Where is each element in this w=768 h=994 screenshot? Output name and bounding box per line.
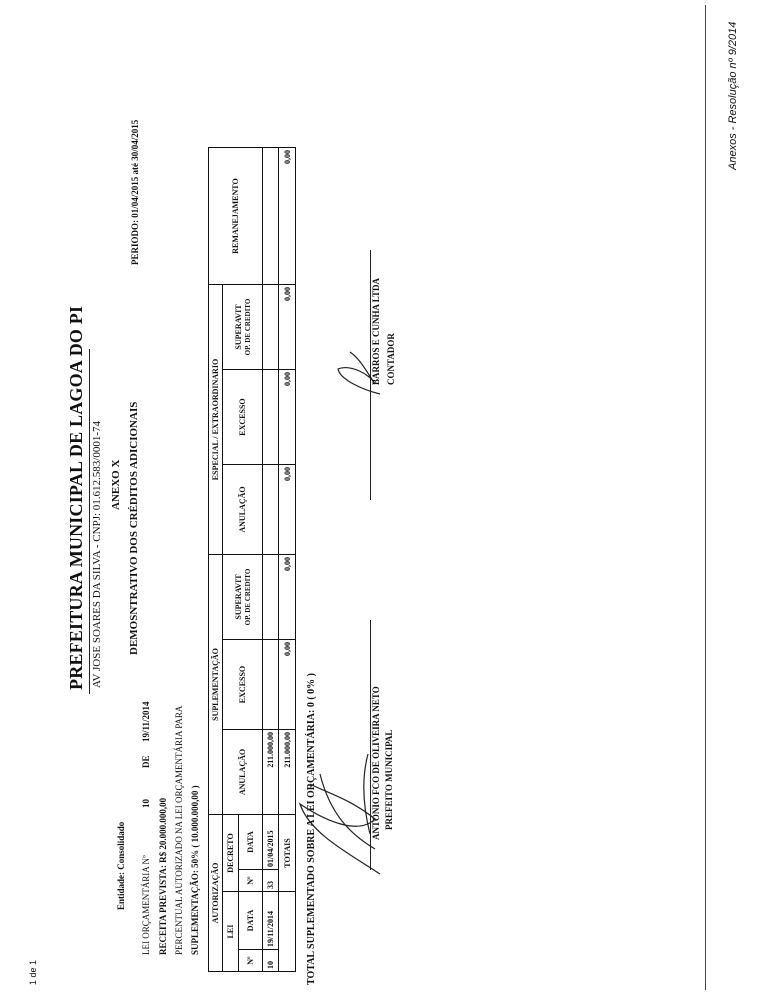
total-remanejamento: 0,00 (278, 147, 296, 285)
group-especial: ESPECIAL / EXTRAORDINARIO (208, 284, 223, 555)
col-remanejamento: REMANEJAMENTO (208, 147, 263, 285)
accountant-signature (337, 351, 381, 395)
receita-prevista: RECEITA PREVISTA: R$ 20.000.000,00 (158, 797, 168, 955)
document-title: PREFEITURA MUNICIPAL DE LAGOA DO PI (66, 305, 86, 690)
cell-decreto-data: 01/04/2015 (262, 814, 279, 870)
page-count: 1 de 1 (28, 959, 38, 985)
period: PERIODO: 01/04/2015 até 30/04/2015 (130, 119, 140, 265)
address: AV JOSE SOARES DA SILVA - CNPJ: 01.612.5… (91, 420, 103, 688)
report-subtitle: DEMOSNTRATIVO DOS CRÉDITOS ADICIONAIS (128, 401, 140, 655)
col-esp-anulacao: ANULAÇÃO (222, 464, 263, 555)
col-decreto-n: Nº (238, 869, 263, 892)
col-sup-anulacao: ANULAÇÃO (222, 729, 263, 815)
table-row: 10 19/11/2014 33 01/04/2015 211.000,00 (262, 147, 279, 972)
mayor-role: PREFEITO MUNICIPAL (384, 729, 394, 830)
lei-label: LEI ORÇAMENTÁRIA Nº (141, 855, 151, 955)
cell-empty (262, 639, 279, 730)
col-decreto-data: DATA (238, 814, 263, 870)
total-sup-excesso: 0,00 (278, 639, 296, 730)
accountant-role: CONTADOR (386, 333, 396, 385)
cell-empty (262, 284, 279, 370)
col-sup-excesso: EXCESSO (222, 639, 263, 730)
cell-decreto-n: 33 (262, 869, 279, 892)
lei-number: 10 (141, 799, 151, 808)
credits-table: AUTORIZAÇÃO SUPLEMENTAÇÃO ESPECIAL / EXT… (208, 147, 296, 972)
lei-date: 19/11/2014 (141, 701, 151, 742)
total-esp-excesso: 0,00 (278, 369, 296, 465)
mayor-name: ANTONIO FCO DE OLIVEIRA NETO (371, 686, 381, 840)
cell-lei-data: 19/11/2014 (262, 891, 279, 950)
cell-empty (262, 369, 279, 465)
entity: Entidade: Consolidado (116, 821, 126, 910)
total-esp-anulacao: 0,00 (278, 464, 296, 555)
cell-empty (262, 147, 279, 285)
total-sup-superavit: 0,00 (278, 554, 296, 640)
sub-decreto: DECRETO (222, 814, 239, 892)
cell-empty (262, 464, 279, 555)
lei-de: DE (141, 755, 151, 768)
annex-reference: Anexos - Resolução nº 9/2014 (727, 21, 739, 170)
suplementacao-autorizada: SUPLEMENTAÇÃO: 50% ( 10.000.000,00 ) (190, 785, 200, 955)
percentual-autorizado: PERCENTUAL AUTORIZADO NA LEI ORÇAMENTÁRI… (174, 705, 184, 955)
footer-divider (705, 5, 706, 990)
cell-empty (262, 554, 279, 640)
group-autorizacao: AUTORIZAÇÃO (208, 814, 223, 972)
group-suplementacao: SUPLEMENTAÇÃO (208, 554, 223, 815)
cell-sup-anulacao: 211.000,00 (262, 729, 279, 815)
mayor-signature (298, 753, 381, 875)
col-lei-n: Nº (238, 949, 263, 972)
col-esp-excesso: EXCESSO (222, 369, 263, 465)
total-esp-superavit: 0,00 (278, 284, 296, 370)
cell-empty (278, 891, 296, 972)
sub-lei: LEI (222, 891, 239, 972)
annex-title: ANEXO X (110, 459, 122, 510)
cell-lei-n: 10 (262, 949, 279, 972)
col-lei-data: DATA (238, 891, 263, 950)
title-underline (89, 349, 90, 694)
accountant-name: BARROS E CUNHA LTDA (371, 278, 381, 385)
